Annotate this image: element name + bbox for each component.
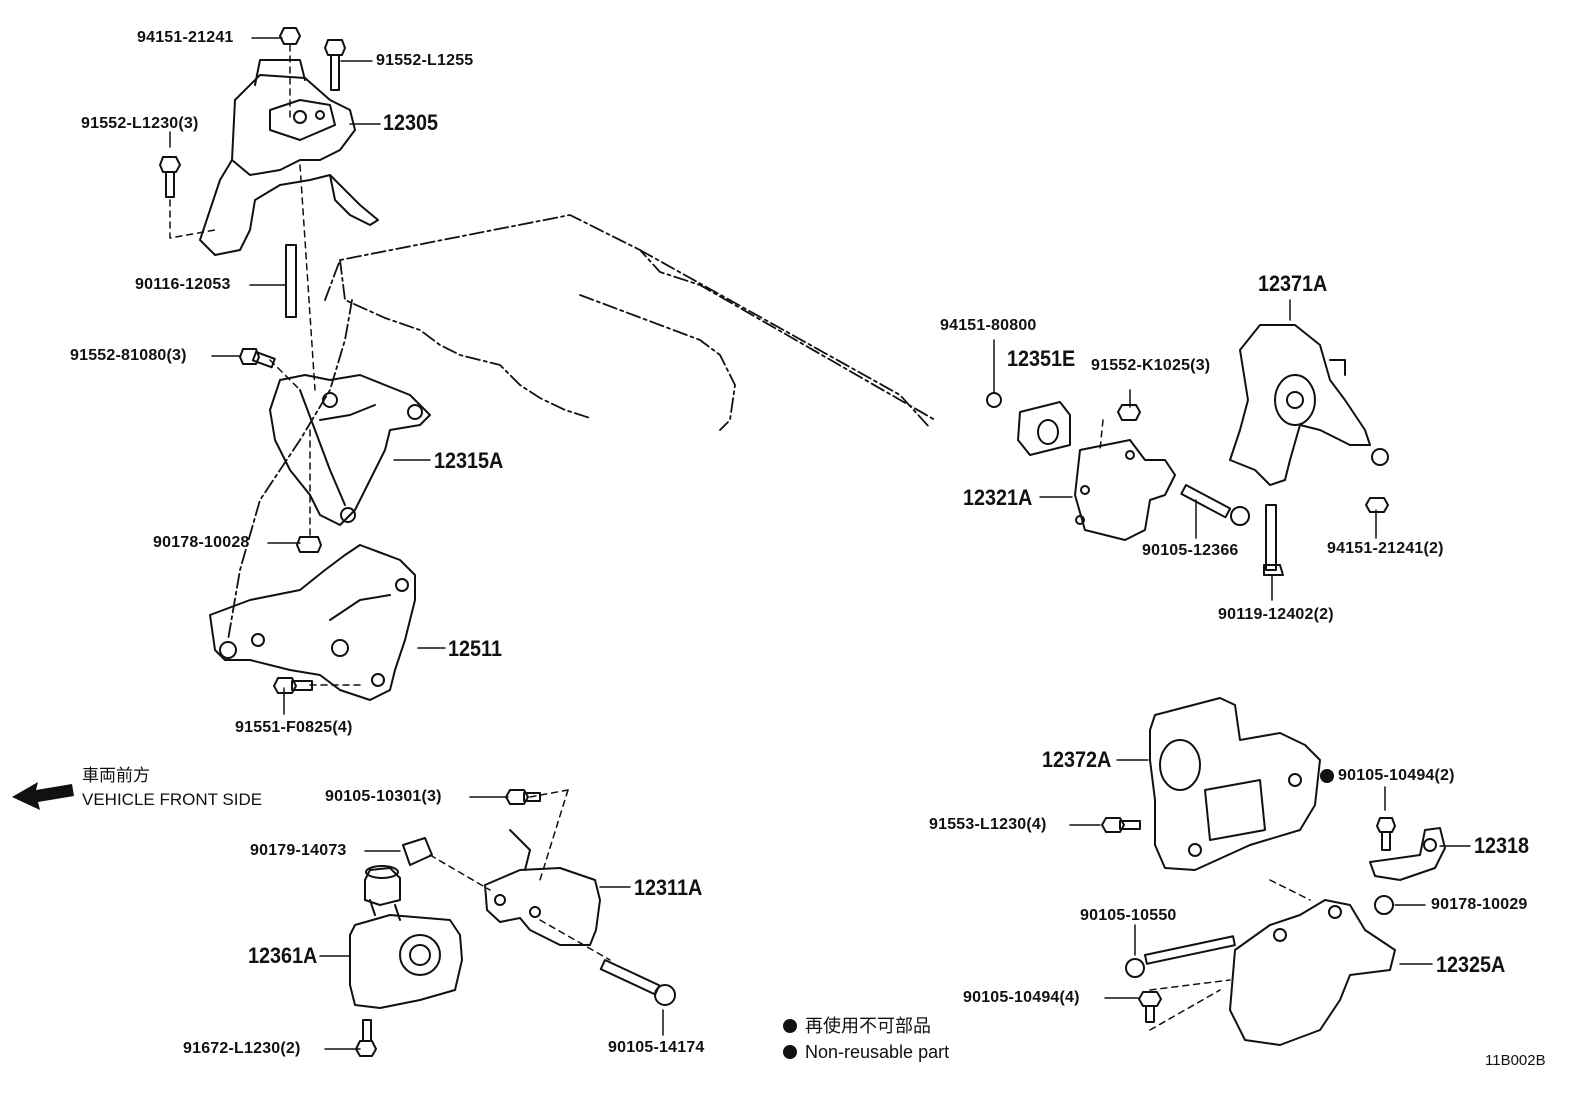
legend-en: Non-reusable part (783, 1043, 949, 1061)
part-label: 12305 (383, 110, 439, 135)
legend-jp-text: 再使用不可部品 (805, 1016, 931, 1036)
part-12318-drawing (1369, 827, 1446, 881)
part-label: 91552-L1230(3) (81, 115, 199, 132)
part-label: 94151-21241 (137, 29, 234, 46)
part-12321A-drawing (1074, 439, 1176, 541)
part-label: 12325A (1436, 952, 1506, 977)
non-reusable-marker (1320, 769, 1334, 783)
nut-90179-14073 (402, 837, 433, 866)
part-label: 90105-12366 (1142, 542, 1239, 559)
part-label: 90119-12402(2) (1218, 606, 1334, 623)
nut-90178-10029 (1374, 895, 1394, 915)
part-12351E-drawing (1017, 401, 1071, 456)
part-label: 91553-L1230(4) (929, 816, 1047, 833)
part-label: 12511 (448, 636, 502, 661)
part-12325A-drawing (1229, 899, 1396, 1046)
legend-en-text: Non-reusable part (805, 1042, 950, 1062)
bullet-icon (783, 1019, 797, 1033)
part-12305-drawing (199, 59, 379, 256)
part-label: 90105-10494(2) (1338, 767, 1455, 784)
part-label: 90105-10550 (1080, 907, 1177, 924)
nut-94151-80800 (986, 392, 1002, 408)
part-label: 12361A (248, 943, 318, 968)
part-12372A-drawing (1149, 697, 1321, 871)
direction-label-jp: 車両前方 (82, 766, 150, 785)
direction-label-en: VEHICLE FRONT SIDE (82, 790, 263, 809)
part-label: 12315A (434, 448, 504, 473)
part-label: 90105-10494(4) (963, 989, 1080, 1006)
nut-90178-10028 (296, 536, 322, 553)
part-label: 90105-14174 (608, 1039, 705, 1056)
upper-fasteners (159, 27, 346, 369)
assembly-guides (169, 44, 1311, 1031)
part-label: 90178-10029 (1431, 896, 1528, 913)
engine-outline (227, 214, 936, 641)
part-label: 12318 (1474, 833, 1530, 858)
part-12311A-drawing (484, 829, 601, 946)
part-label: 12372A (1042, 747, 1112, 772)
part-label: 12371A (1258, 271, 1328, 296)
part-label: 91551-F0825(4) (235, 719, 353, 736)
part-label: 90116-12053 (135, 276, 231, 293)
part-12315A-drawing (269, 374, 431, 526)
part-12361A-drawing (349, 865, 463, 1009)
part-12371A-drawing (1229, 324, 1371, 486)
bullet-icon (783, 1045, 797, 1059)
part-label: 91552-K1025(3) (1091, 357, 1211, 374)
part-label: 90105-10301(3) (325, 788, 442, 805)
part-12511-drawing (209, 544, 416, 701)
figure-code: 11B002B (1485, 1052, 1546, 1069)
part-label: 94151-80800 (940, 317, 1037, 334)
part-label: 12321A (963, 485, 1033, 510)
vehicle-front-arrow (12, 782, 74, 810)
part-label: 12311A (634, 875, 703, 900)
part-label: 12351E (1007, 346, 1076, 371)
part-label: 91552-81080(3) (70, 347, 187, 364)
part-label: 91552-L1255 (376, 52, 474, 69)
part-label: 90179-14073 (250, 842, 347, 859)
part-label: 91672-L1230(2) (183, 1040, 301, 1057)
legend-jp: 再使用不可部品 (783, 1017, 931, 1035)
part-label: 94151-21241(2) (1327, 540, 1444, 557)
part-label: 90178-10028 (153, 534, 250, 551)
